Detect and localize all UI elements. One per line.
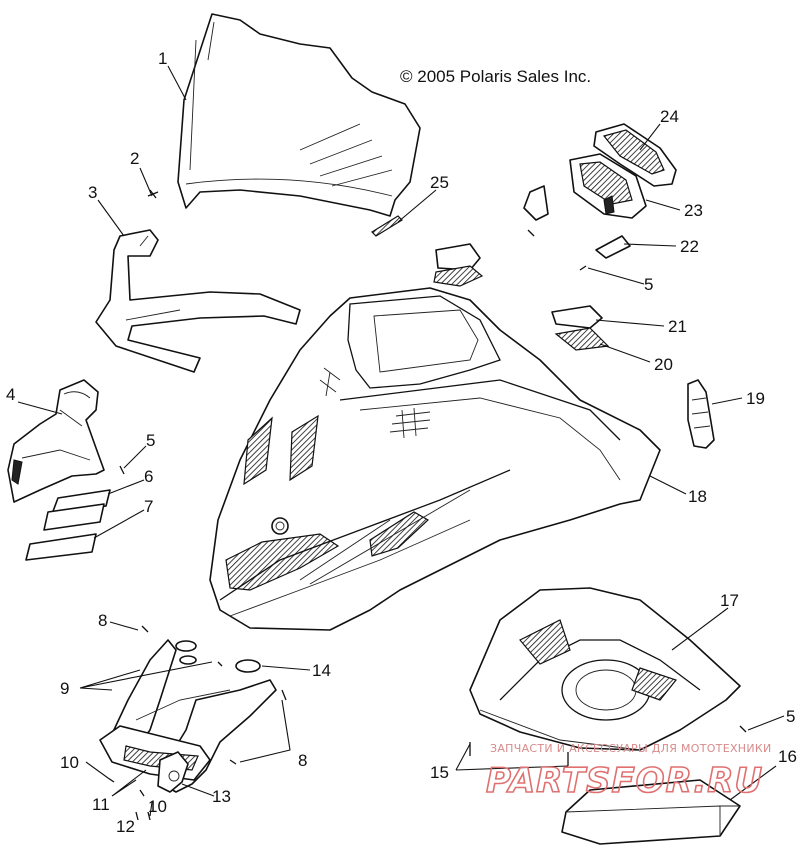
callout-labels: 1 2 3 25 24 23 22 5 21 20 19 18 4 5 6 7 … — [6, 49, 797, 836]
callout-4: 4 — [6, 385, 15, 404]
emblem-strip-25 — [371, 215, 403, 237]
watermark-tagline: ЗАПЧАСТИ И АКСЕССУАРЫ ДЛЯ МОТОТЕХНИКИ — [490, 742, 772, 755]
foam-pad-16 — [561, 779, 741, 845]
side-air-panel — [7, 379, 105, 503]
watermark: ЗАПЧАСТИ И АКСЕССУАРЫ ДЛЯ МОТОТЕХНИКИ PA… — [485, 742, 772, 802]
callout-17: 17 — [720, 591, 739, 610]
bracket-22 — [579, 235, 631, 271]
callout-10-right: 10 — [148, 797, 167, 816]
hood — [209, 287, 661, 631]
callout-9: 9 — [60, 679, 69, 698]
callout-20: 20 — [654, 355, 673, 374]
callout-23: 23 — [684, 201, 703, 220]
callout-25: 25 — [430, 173, 449, 192]
watermark-logo: PARTSFOR.RU — [486, 761, 763, 801]
windshield-trim — [95, 229, 301, 373]
handle-19 — [687, 379, 715, 449]
callout-1: 1 — [158, 49, 167, 68]
callout-13: 13 — [212, 787, 231, 806]
copyright-notice: © 2005 Polaris Sales Inc. — [400, 67, 591, 86]
belly-pan — [469, 587, 741, 751]
callout-6: 6 — [144, 467, 153, 486]
mount-bracket — [523, 185, 549, 237]
screw-2 — [147, 189, 159, 199]
gauge-housing-23 — [569, 153, 647, 219]
nose-assembly — [99, 625, 287, 821]
grille-20 — [554, 327, 610, 351]
decal-7 — [25, 533, 97, 561]
callout-5-left: 5 — [146, 431, 155, 450]
callout-21: 21 — [668, 317, 687, 336]
callout-7: 7 — [144, 497, 153, 516]
callout-19: 19 — [746, 389, 765, 408]
foam-block — [433, 243, 484, 287]
screw-5-right — [739, 725, 747, 733]
callout-11: 11 — [92, 795, 110, 814]
callout-14: 14 — [312, 661, 331, 680]
foam-block-21 — [551, 305, 603, 329]
screw-5-left — [119, 465, 125, 475]
callout-22: 22 — [680, 237, 699, 256]
callout-2: 2 — [130, 149, 139, 168]
callout-12: 12 — [116, 817, 135, 836]
gauge-bezel-24 — [593, 123, 677, 187]
callout-5-top: 5 — [644, 275, 653, 294]
callout-8-bottom: 8 — [298, 751, 307, 770]
decal-6 — [43, 489, 111, 531]
callout-18: 18 — [688, 487, 707, 506]
callout-16: 16 — [778, 747, 797, 766]
callout-24: 24 — [660, 107, 679, 126]
leader-lines — [17, 65, 785, 817]
windshield — [177, 13, 421, 217]
callout-10-left: 10 — [60, 753, 79, 772]
callout-15: 15 — [430, 763, 449, 782]
callout-3: 3 — [88, 183, 97, 202]
callout-5-right: 5 — [786, 707, 795, 726]
callout-8-top: 8 — [98, 611, 107, 630]
